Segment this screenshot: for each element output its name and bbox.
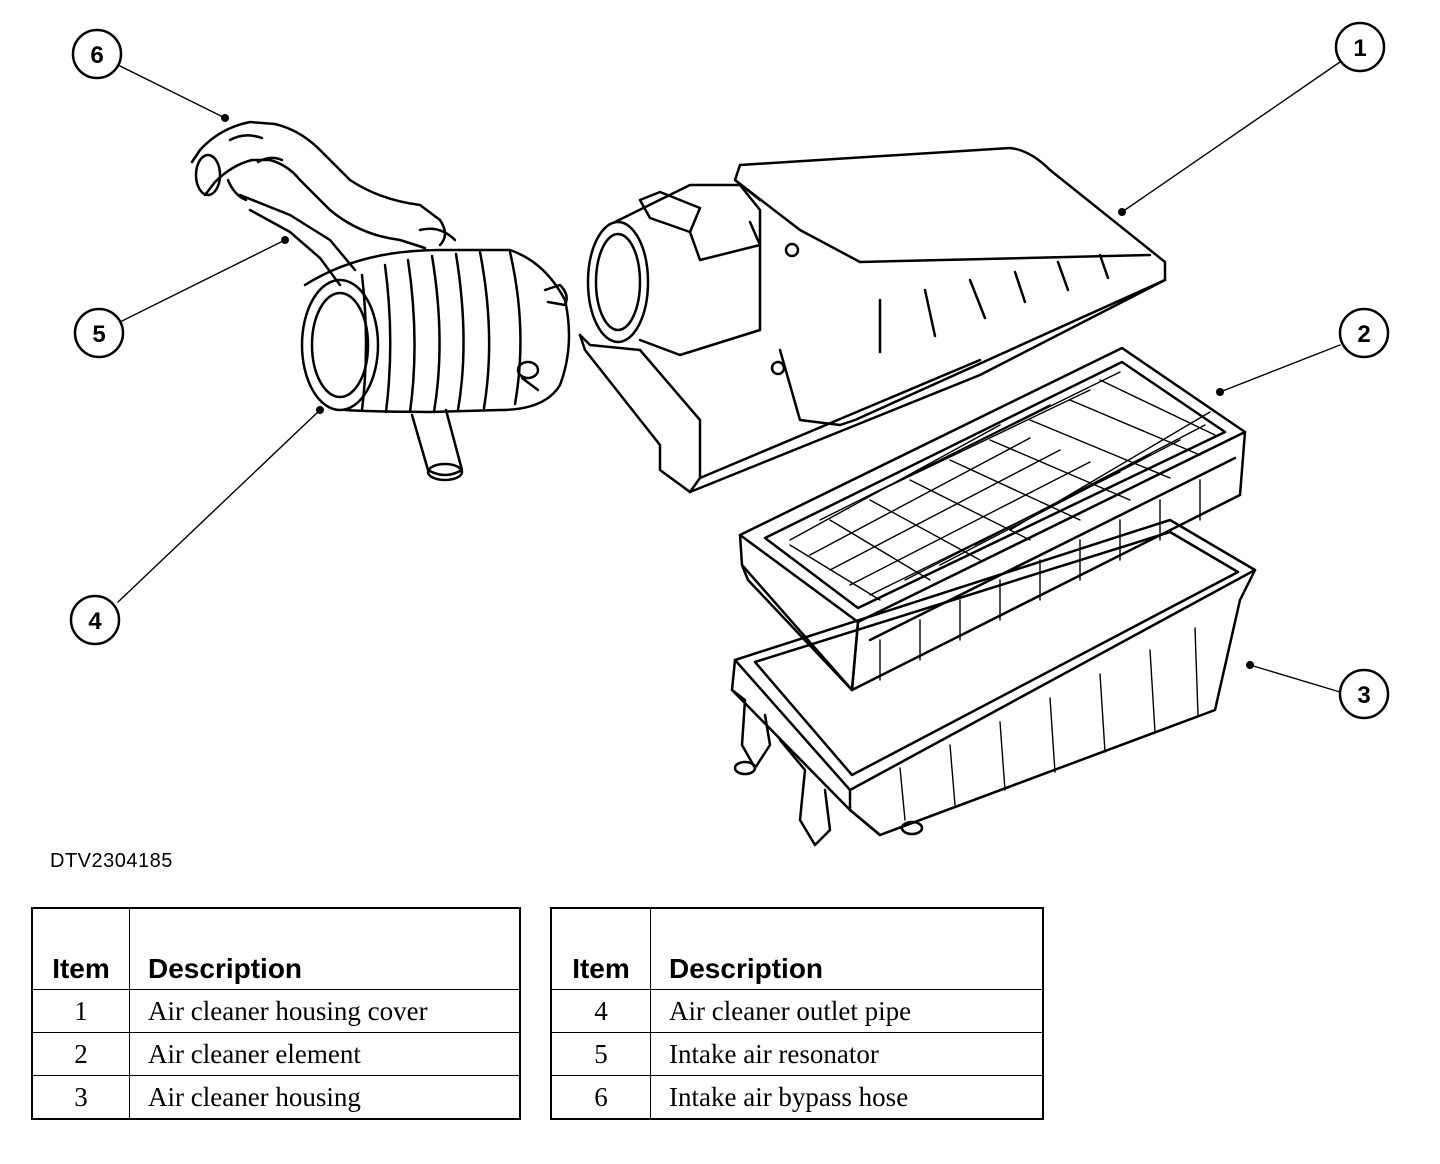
- legend-table-right: Item Description 4 Air cleaner outlet pi…: [550, 907, 1044, 1120]
- legend-item-description: Air cleaner outlet pipe: [650, 989, 1044, 1033]
- legend-item-description: Intake air bypass hose: [650, 1075, 1044, 1120]
- legend-row: 4 Air cleaner outlet pipe: [550, 989, 1044, 1033]
- housing-drawing: [730, 518, 1257, 847]
- legend-table-left: Item Description 1 Air cleaner housing c…: [31, 907, 521, 1120]
- legend-header-item: Item: [31, 907, 130, 990]
- legend-header-row: Item Description: [550, 907, 1044, 990]
- callout-1-label: 1: [1353, 35, 1366, 62]
- figure-id: DTV2304185: [50, 850, 173, 872]
- legend-row: 5 Intake air resonator: [550, 1032, 1044, 1076]
- legend-header-row: Item Description: [31, 907, 521, 990]
- legend-item-number: 1: [31, 989, 130, 1033]
- legend-item-number: 4: [550, 989, 651, 1033]
- legend-item-number: 2: [31, 1032, 130, 1076]
- legend-header-description: Description: [129, 907, 521, 990]
- exploded-diagram: 6 1 5 2 4 3: [69, 21, 1390, 847]
- legend-item-description: Intake air resonator: [650, 1032, 1044, 1076]
- legend-header-description: Description: [650, 907, 1044, 990]
- callout-4-label: 4: [88, 608, 102, 635]
- legend-item-description: Air cleaner element: [129, 1032, 521, 1076]
- legend-item-description: Air cleaner housing cover: [129, 989, 521, 1033]
- callout-5-label: 5: [92, 321, 105, 348]
- callout-6-label: 6: [90, 42, 103, 69]
- callout-3: 3: [1338, 668, 1390, 720]
- legend-row: 2 Air cleaner element: [31, 1032, 521, 1076]
- legend-item-number: 5: [550, 1032, 651, 1076]
- housing-cover-drawing: [578, 146, 1167, 494]
- callout-6: 6: [71, 28, 123, 80]
- legend-row: 6 Intake air bypass hose: [550, 1075, 1044, 1120]
- legend-item-description: Air cleaner housing: [129, 1075, 521, 1120]
- callout-2-label: 2: [1357, 321, 1370, 348]
- legend-header-item: Item: [550, 907, 651, 990]
- outlet-pipe-drawing: [300, 227, 571, 482]
- callout-1: 1: [1334, 21, 1386, 73]
- leader-dots: [221, 114, 1254, 669]
- bypass-hose-drawing: [190, 120, 447, 287]
- legend-item-number: 3: [31, 1075, 130, 1120]
- filter-element-drawing: [738, 346, 1247, 692]
- callout-3-label: 3: [1357, 682, 1370, 709]
- leader-lines: [117, 61, 1341, 693]
- callout-2: 2: [1338, 307, 1390, 359]
- legend-row: 1 Air cleaner housing cover: [31, 989, 521, 1033]
- legend-item-number: 6: [550, 1075, 651, 1120]
- callout-4: 4: [69, 594, 121, 646]
- callout-5: 5: [73, 307, 125, 359]
- legend-row: 3 Air cleaner housing: [31, 1075, 521, 1120]
